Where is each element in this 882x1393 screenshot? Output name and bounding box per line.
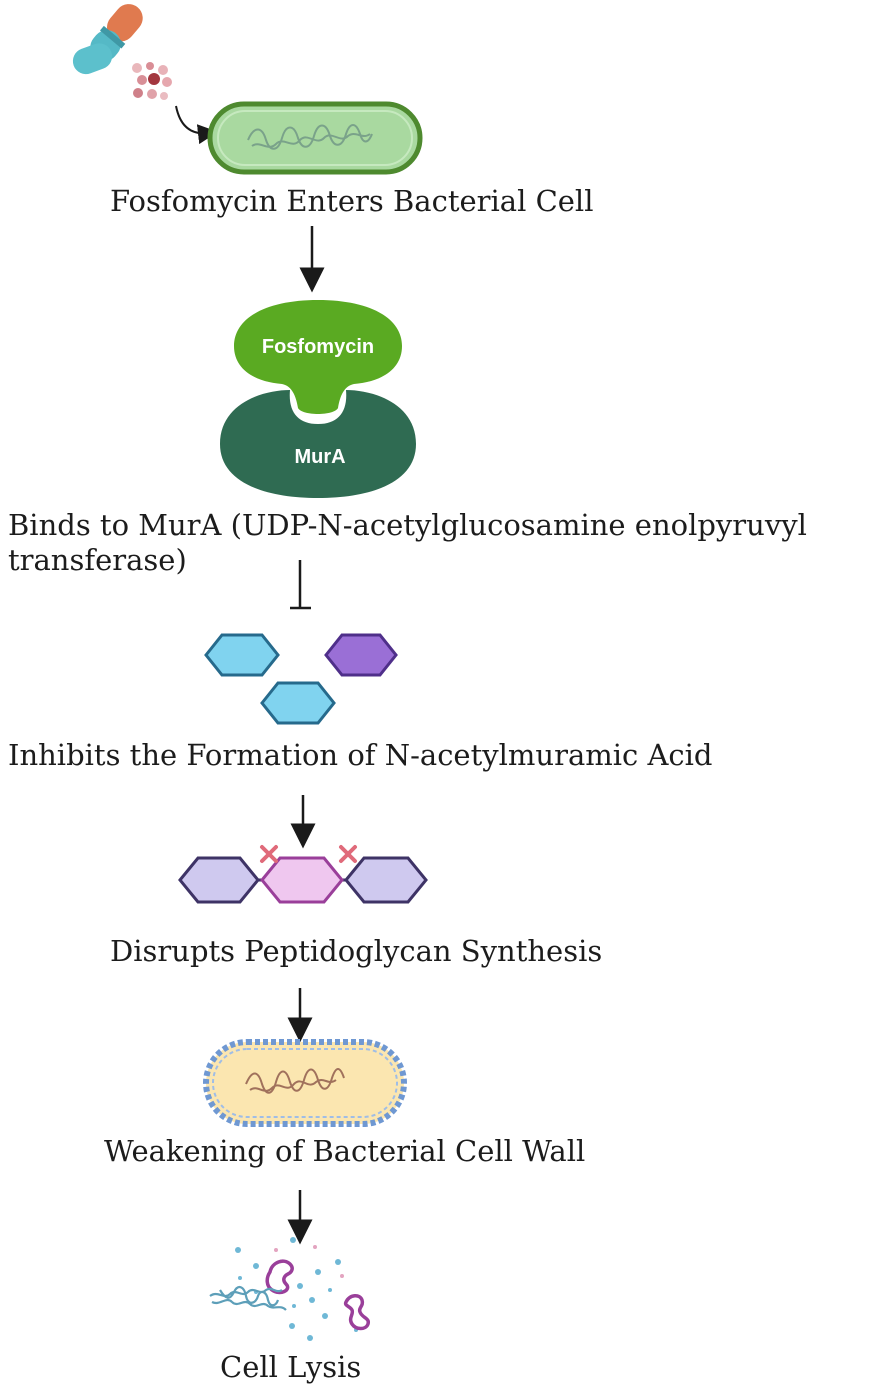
- fosfomycin-molecule-icon: Fosfomycin: [234, 300, 402, 414]
- entry-curved-arrow: [175, 105, 218, 145]
- mura-label: MurA: [294, 446, 345, 468]
- broken-bond-cross-icon: [260, 845, 357, 863]
- step-1-text: Fosfomycin Enters Bacterial Cell: [110, 184, 594, 218]
- peptidoglycan-chain-icon: [178, 856, 428, 904]
- step-4-text: Disrupts Peptidoglycan Synthesis: [110, 934, 603, 968]
- weakened-cell-icon: [203, 1039, 407, 1127]
- step-2-text: Binds to MurA (UDP-N-acetylglucosamine e…: [8, 508, 807, 577]
- inhibition-symbol: [290, 560, 311, 610]
- fosfomycin-capsule-icon: [72, 4, 143, 75]
- bacterial-cell-icon: [207, 101, 423, 175]
- nag-hexagons-icon: [204, 633, 398, 725]
- mura-enzyme-icon: MurA: [220, 390, 416, 498]
- drug-particles-icon: [132, 62, 172, 100]
- step-3-text: Inhibits the Formation of N-acetylmurami…: [8, 738, 713, 772]
- step-5-text: Weakening of Bacterial Cell Wall: [104, 1134, 586, 1168]
- cell-debris-icon: [209, 1237, 371, 1341]
- fosfomycin-label: Fosfomycin: [262, 336, 374, 358]
- step-6-text: Cell Lysis: [220, 1350, 362, 1384]
